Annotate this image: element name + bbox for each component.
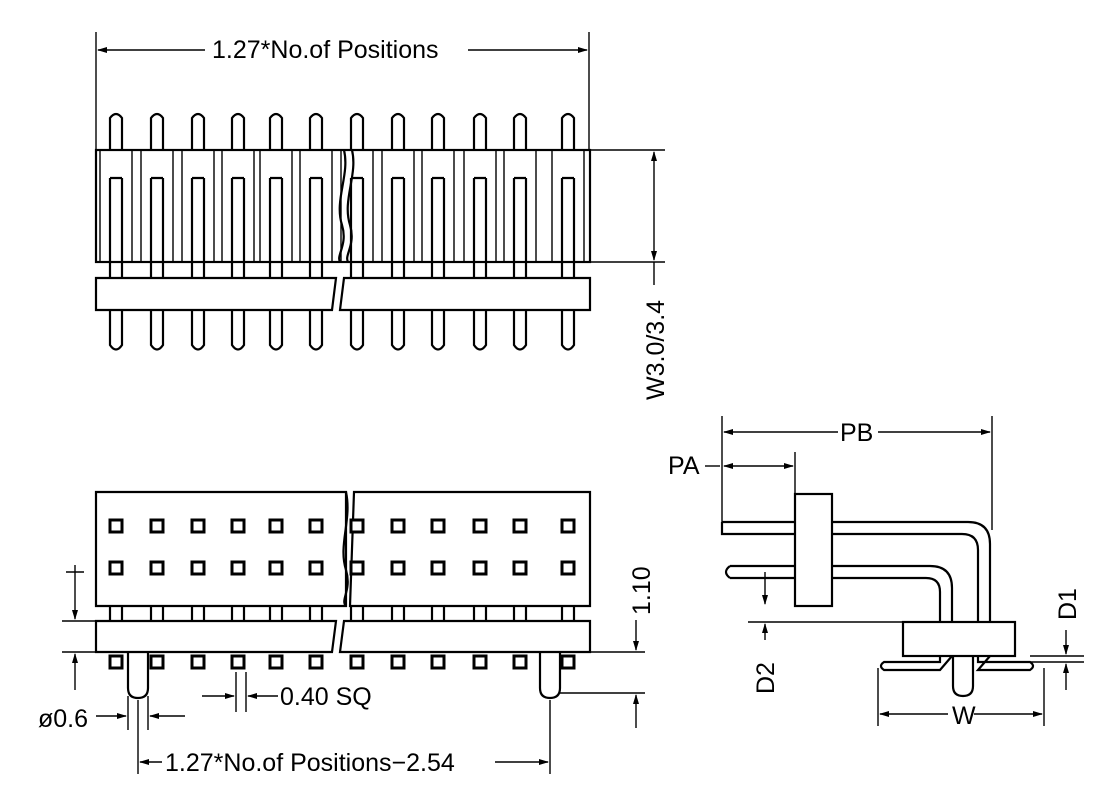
pin-hole [190,560,206,576]
pin-hole [149,518,165,534]
pin-neck [308,606,324,621]
pitch-row-label: 1.10 [628,566,656,615]
pin-hole [560,560,576,576]
pin-hole [268,654,284,670]
top-pin [503,112,537,351]
pin-hole [390,518,406,534]
pin-neck [108,606,124,621]
pin-neck [512,606,528,621]
pa-label: PA [668,452,700,480]
w-label: W [952,702,976,730]
front-view: 1.10 0.40 SQ ø0.6 1.27*No.of Positions−2… [38,490,656,777]
top-pin [181,112,215,351]
pin-hole [472,654,488,670]
top-pin [463,112,497,351]
top-pin [99,112,133,351]
top-pin [340,112,374,351]
d2-label: D2 [752,662,780,694]
pin-hole [512,518,528,534]
pin-hole [472,518,488,534]
pin-neck [230,606,246,621]
pin-neck [390,606,406,621]
pin-hole [108,654,124,670]
pin-neck [149,606,165,621]
top-length-label: 1.27*No.of Positions [212,36,439,64]
d1-label: D1 [1054,588,1082,620]
pin-neck [190,606,206,621]
pin-hole [308,518,324,534]
pin-hole [149,560,165,576]
pin-hole [349,560,365,576]
top-pin [259,112,293,351]
pin-hole [308,654,324,670]
pin-hole [230,560,246,576]
pin-hole [190,654,206,670]
pin-hole [430,518,446,534]
pin-hole [472,560,488,576]
pin-neck [268,606,284,621]
top-pin [421,112,455,351]
top-pin [140,112,174,351]
pin-hole [390,654,406,670]
pin-square-label: 0.40 SQ [280,683,372,711]
pin-hole [430,654,446,670]
pin-hole [560,654,576,670]
pin-hole [268,560,284,576]
bottom-length-label: 1.27*No.of Positions−2.54 [165,749,455,777]
pb-label: PB [840,419,873,447]
pin-neck [560,606,576,621]
top-pin [221,112,255,351]
pin-neck [472,606,488,621]
pin-hole [512,560,528,576]
pin-hole [430,560,446,576]
pin-hole [230,654,246,670]
pin-hole [308,560,324,576]
pin-hole [108,518,124,534]
pin-hole [512,654,528,670]
pin-hole [230,518,246,534]
pin-hole [349,654,365,670]
front-holes [108,518,576,670]
pin-dia-label: ø0.6 [38,705,88,733]
pin-hole [268,518,284,534]
top-view: 1.27*No.of Positions W3.0/3.4 [94,32,670,400]
side-view: PB PA D2 D1 [668,416,1084,730]
pin-neck [430,606,446,621]
pin-hole [349,518,365,534]
pin-hole [149,654,165,670]
pin-hole [560,518,576,534]
pin-hole [190,518,206,534]
top-pin [551,112,585,351]
pin-hole [390,560,406,576]
width-label: W3.0/3.4 [642,300,670,400]
pin-neck [349,606,365,621]
top-pin [299,112,333,351]
top-pin [381,112,415,351]
top-pins [99,112,585,351]
pin-hole [108,560,124,576]
